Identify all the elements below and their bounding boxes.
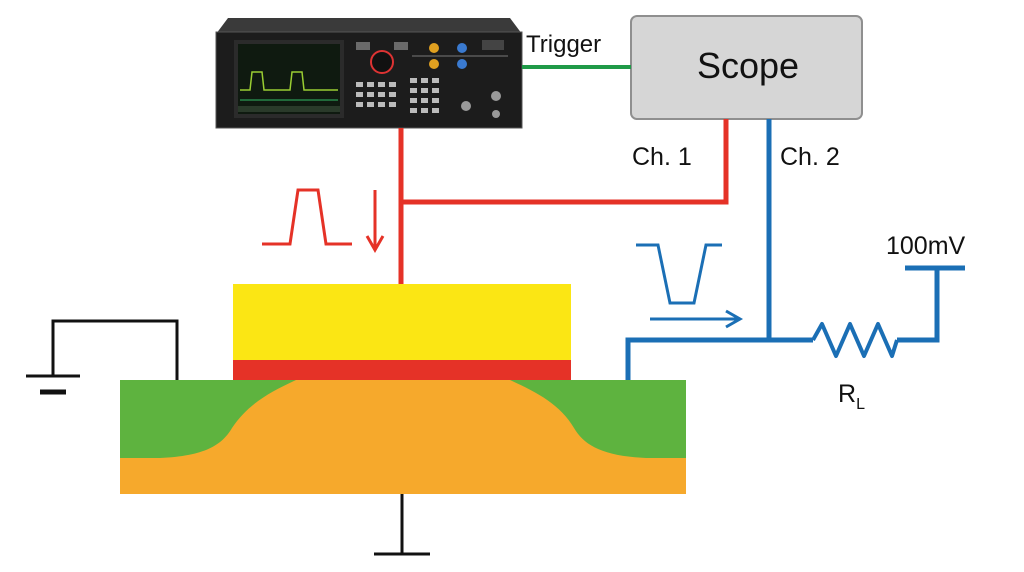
down-arrow-icon xyxy=(365,190,385,254)
right-arrow-icon xyxy=(650,309,744,329)
resistor-label: RL xyxy=(838,380,865,413)
trigger-label: Trigger xyxy=(526,31,601,58)
scope-label: Scope xyxy=(697,45,799,86)
ch1-label: Ch. 1 xyxy=(632,143,692,171)
drain-wire xyxy=(625,119,965,382)
gate-oxide xyxy=(233,360,571,380)
pulse-generator-instrument xyxy=(215,18,523,129)
voltage-label: 100mV xyxy=(886,232,966,260)
source-ground xyxy=(26,319,179,395)
negative-pulse-icon xyxy=(636,243,722,305)
ch2-label: Ch. 2 xyxy=(780,143,840,171)
substrate-ground xyxy=(374,494,430,556)
drain-diffusion xyxy=(510,380,686,458)
gate-electrode xyxy=(233,284,571,360)
source-diffusion xyxy=(120,380,296,458)
gate-drive-wire xyxy=(398,119,729,284)
transistor-device xyxy=(120,284,686,494)
positive-pulse-icon xyxy=(262,188,352,246)
scope-box: Scope xyxy=(630,15,863,120)
resistor-icon xyxy=(811,322,899,358)
